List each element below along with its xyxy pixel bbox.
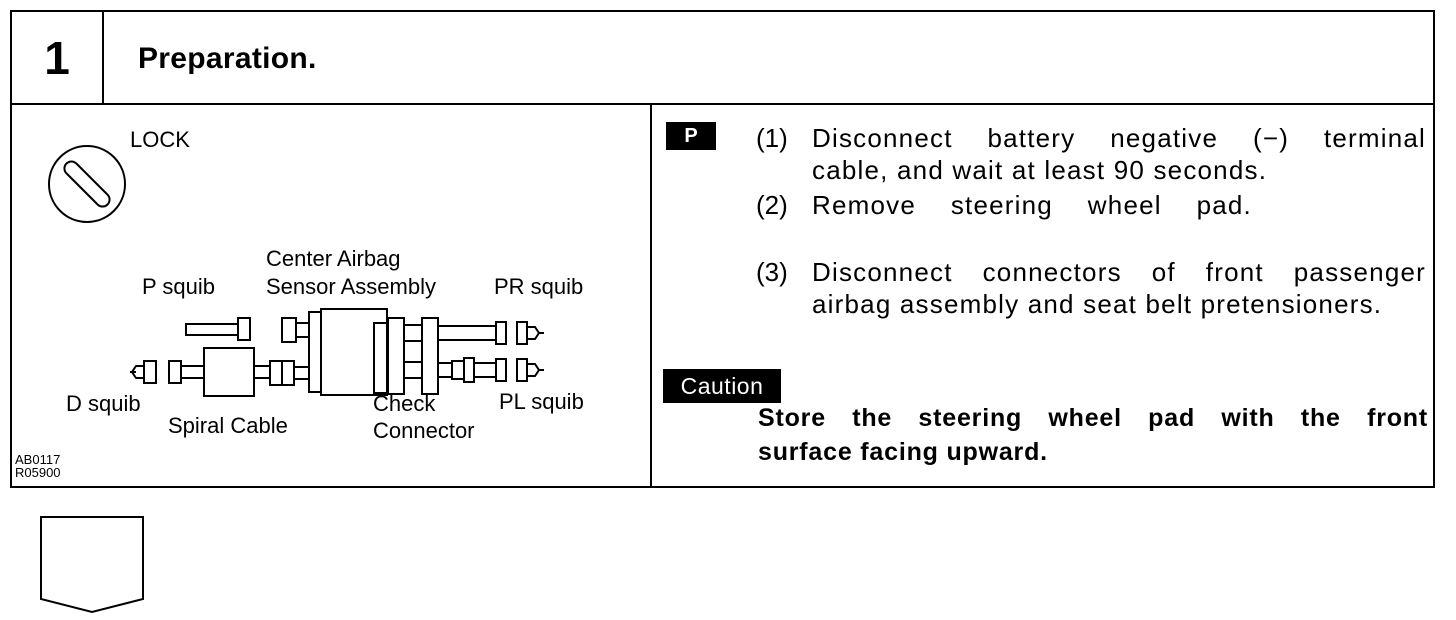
next-step-tab-icon — [40, 516, 144, 614]
lock-label: LOCK — [130, 127, 190, 152]
step-title: Preparation. — [138, 42, 317, 75]
step-3-line-2: airbag assembly and seat belt pretension… — [812, 289, 1383, 319]
connector-drawing — [130, 308, 544, 397]
figure-code-1: AB0117 — [15, 452, 60, 467]
label-pl-squib: PL squib — [499, 389, 584, 414]
caution-badge: Caution — [663, 369, 781, 403]
step-1-number: (1) — [756, 123, 788, 153]
label-d-squib: D squib — [66, 391, 141, 416]
procedure-table: 1 Preparation. LOCK Center Airbag Sensor… — [10, 10, 1435, 488]
label-spiral-cable: Spiral Cable — [168, 413, 288, 438]
instruction-cell: P (1) Disconnect battery negative (−) te… — [652, 105, 1433, 486]
step-2-number: (2) — [756, 190, 788, 220]
caution-text: Store the steering wheel pad with the fr… — [758, 401, 1428, 469]
step-header: 1 Preparation. — [12, 12, 1433, 105]
step-3-number: (3) — [756, 257, 788, 287]
airbag-connector-diagram: LOCK Center Airbag Sensor Assembly P squ… — [15, 127, 584, 480]
step-2-line-1: Remove steering wheel pad. — [812, 190, 1252, 220]
caution-line-1: Store the steering wheel pad with the fr… — [758, 404, 1428, 432]
step-1-line-1: Disconnect battery negative (−) terminal — [812, 123, 1426, 153]
step-1-line-2: cable, and wait at least 90 seconds. — [812, 155, 1268, 185]
step-3-line-1: Disconnect connectors of front passenger — [812, 257, 1426, 287]
caution-line-2: surface facing upward. — [758, 438, 1048, 466]
figure-code-2: R05900 — [15, 465, 61, 480]
label-p-squib: P squib — [142, 274, 215, 299]
step-number: 1 — [12, 12, 104, 103]
lock-icon — [48, 145, 126, 223]
label-center-airbag-1: Center Airbag — [266, 246, 401, 271]
label-check-2: Connector — [373, 418, 475, 443]
illustration-cell: LOCK Center Airbag Sensor Assembly P squ… — [12, 105, 652, 486]
preparation-badge: P — [666, 122, 716, 150]
label-center-airbag-2: Sensor Assembly — [266, 274, 436, 299]
label-pr-squib: PR squib — [494, 274, 583, 299]
